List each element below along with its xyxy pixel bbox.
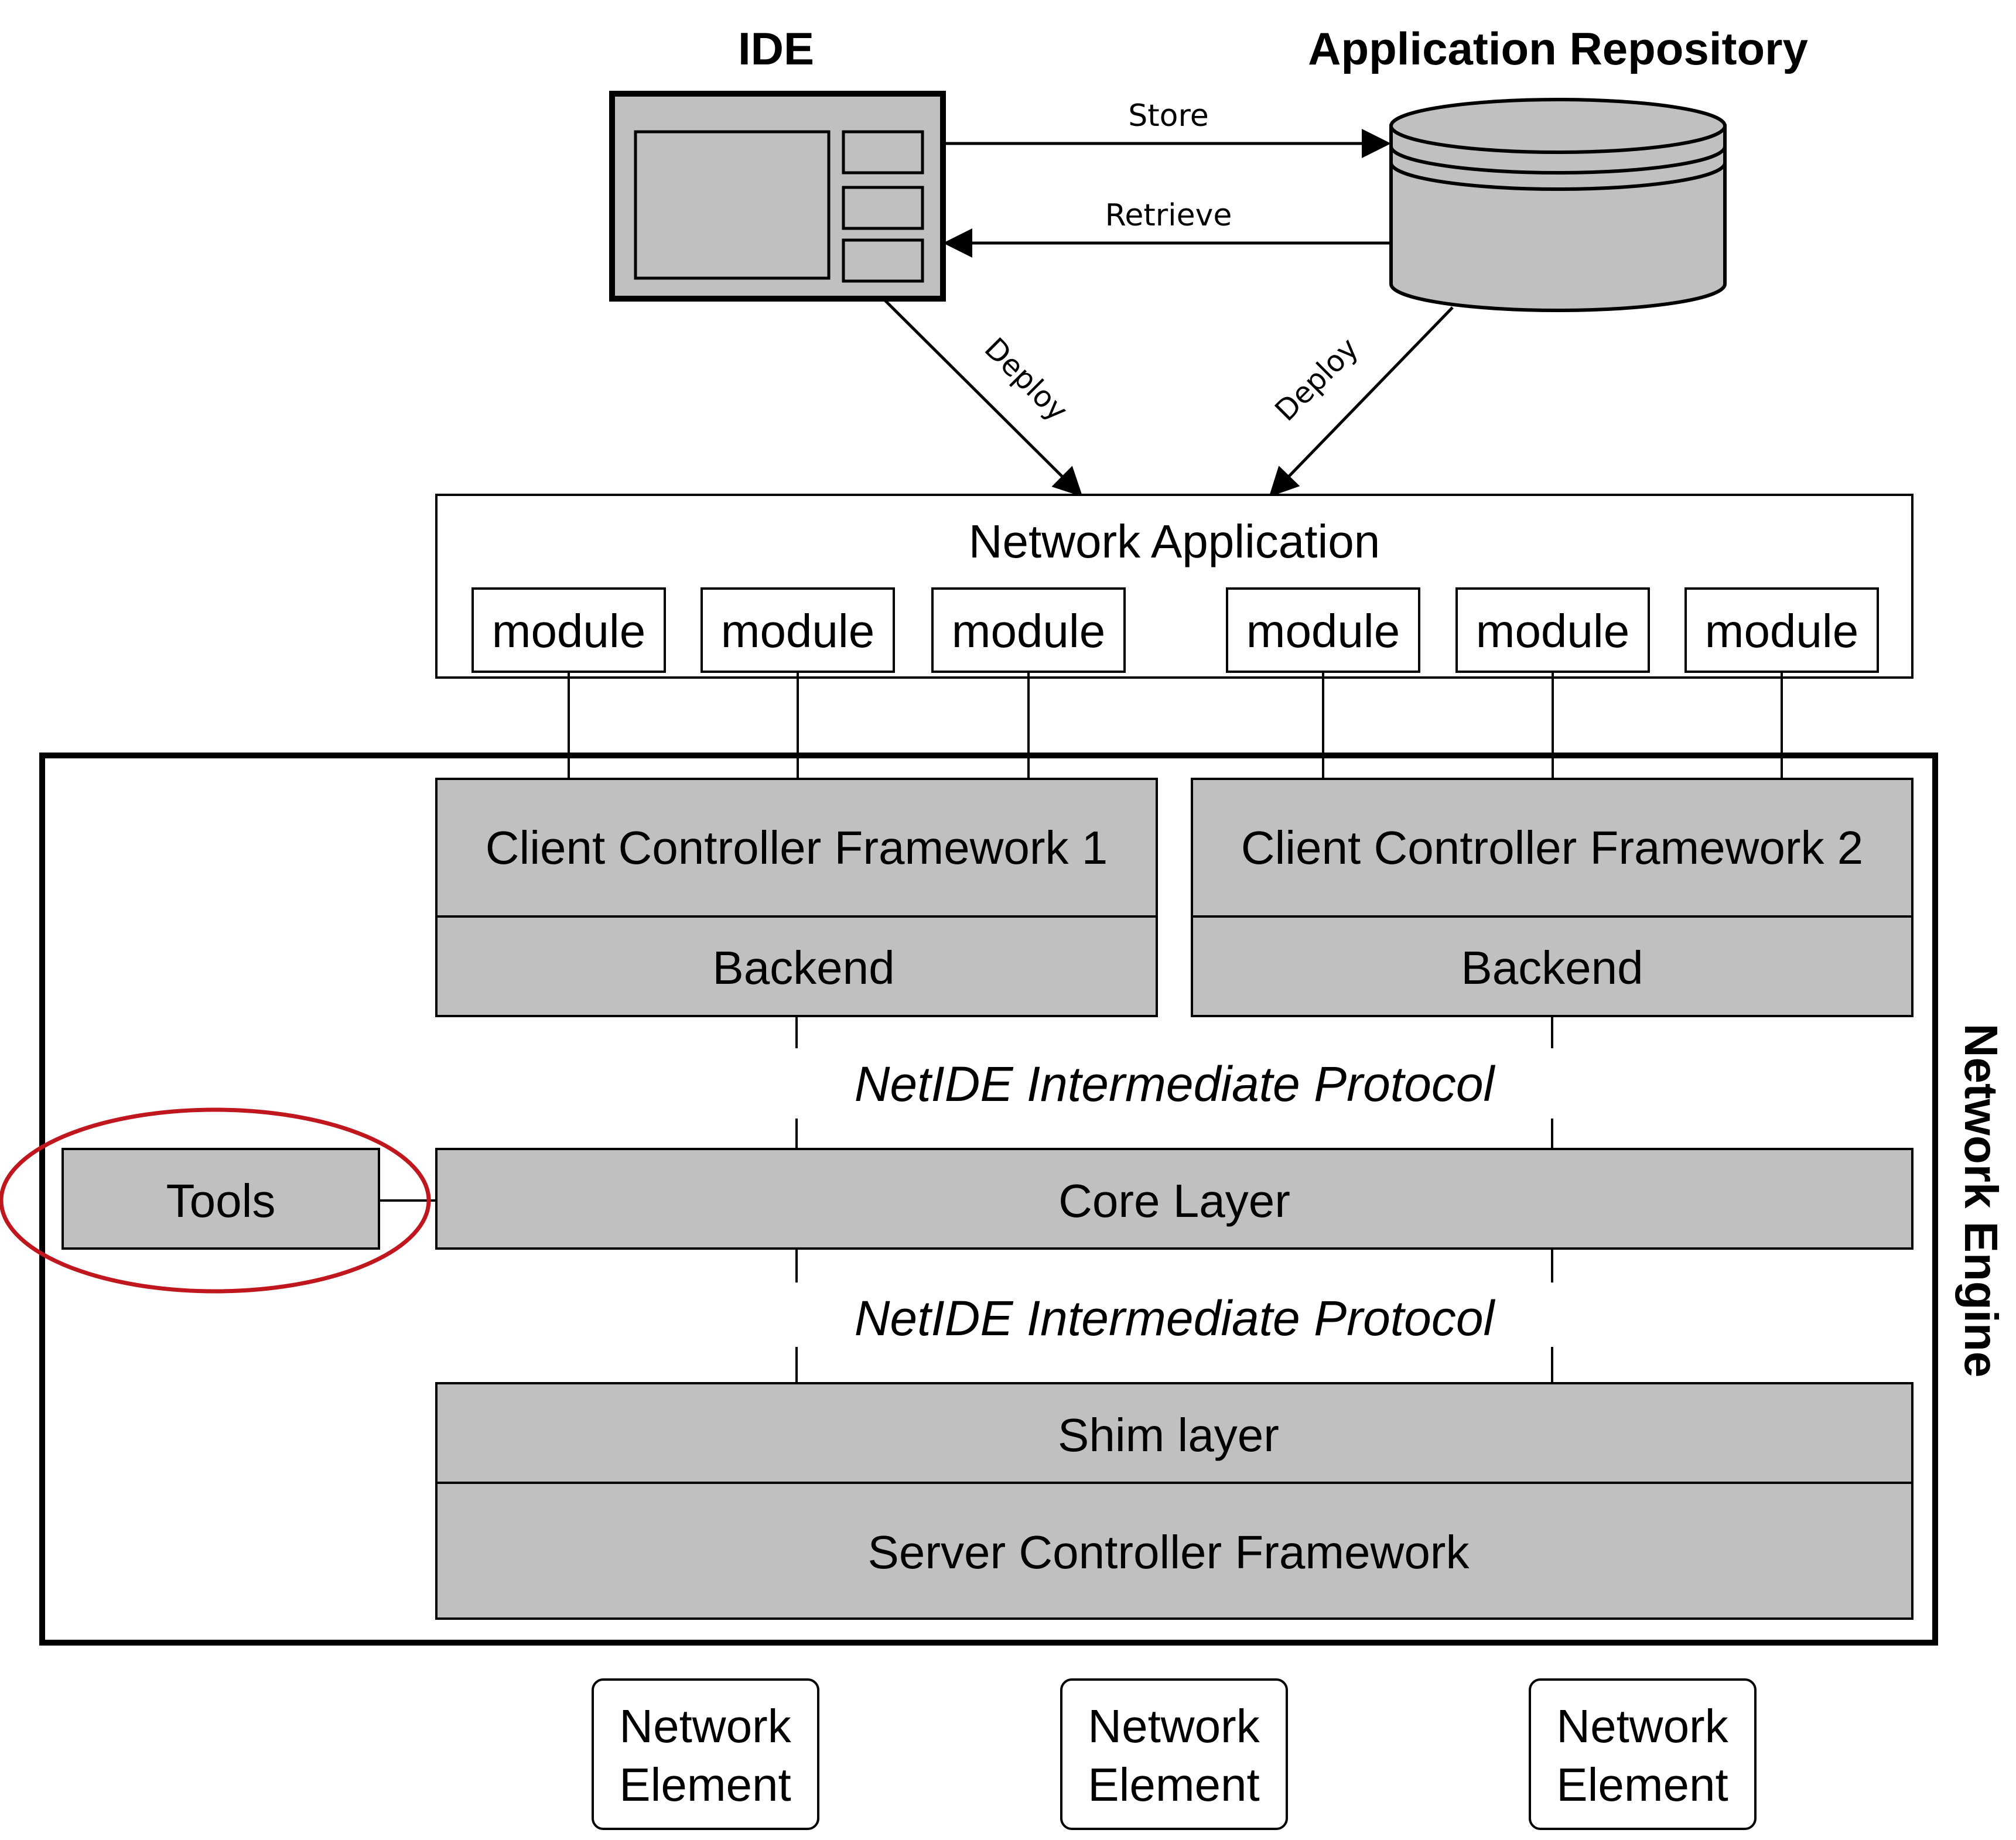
core-layer-label: Core Layer [1058, 1175, 1290, 1227]
network-element-line2: Element [1556, 1759, 1728, 1811]
protocol-lower-label: NetIDE Intermediate Protocol [855, 1291, 1496, 1346]
network-engine-frame [39, 753, 1938, 1646]
tools-highlight [0, 1107, 431, 1294]
module-label: module [1246, 605, 1400, 657]
backend-1-label: Backend [712, 942, 894, 994]
core-layer-box [435, 1148, 1914, 1250]
module-label: module [1705, 605, 1858, 657]
database-icon [1389, 98, 1727, 312]
network-element-3: Network Element [1529, 1678, 1757, 1830]
retrieve-label: Retrieve [1105, 198, 1232, 233]
network-element-2: Network Element [1060, 1678, 1288, 1830]
network-element-line2: Element [619, 1759, 791, 1811]
network-element-line1: Network [1556, 1700, 1728, 1752]
network-element-line1: Network [619, 1700, 791, 1752]
module-5: module [1455, 587, 1650, 673]
tools-label: Tools [166, 1175, 276, 1227]
shim-layer-label: Shim layer [1058, 1409, 1279, 1461]
protocol-upper-label: NetIDE Intermediate Protocol [855, 1056, 1496, 1111]
repository-title: Application Repository [1308, 23, 1808, 74]
tools-box [61, 1148, 380, 1250]
module-1: module [471, 587, 666, 673]
module-label: module [952, 605, 1105, 657]
network-element-line1: Network [1088, 1700, 1260, 1752]
client-framework-2-label: Client Controller Framework 2 [1241, 822, 1864, 874]
protocol-connectors [795, 1017, 1553, 1383]
module-label: module [492, 605, 645, 657]
network-element-1: Network Element [592, 1678, 819, 1830]
network-engine-label: Network Engine [1955, 1024, 2007, 1378]
client-framework-1: Client Controller Framework 1 Backend [435, 778, 1158, 1017]
module-connectors [568, 672, 1783, 779]
module-label: module [721, 605, 874, 657]
shim-layer-box [435, 1382, 1914, 1484]
network-application-title: Network Application [969, 515, 1381, 567]
network-element-line2: Element [1088, 1759, 1259, 1811]
store-label: Store [1128, 98, 1208, 134]
module-4: module [1226, 587, 1420, 673]
deploy-arrow-right [1269, 306, 1454, 497]
server-framework-box [435, 1482, 1914, 1620]
module-label: module [1476, 605, 1629, 657]
module-6: module [1684, 587, 1879, 673]
server-framework-label: Server Controller Framework [868, 1526, 1470, 1578]
module-3: module [931, 587, 1126, 673]
ide-icon [609, 91, 946, 302]
ide-title: IDE [738, 23, 814, 74]
client-framework-1-label: Client Controller Framework 1 [486, 822, 1108, 874]
deploy-arrow-left [883, 299, 1083, 497]
module-2: module [701, 587, 895, 673]
client-framework-2: Client Controller Framework 2 Backend [1191, 778, 1914, 1017]
network-application-box [435, 494, 1914, 679]
backend-2-label: Backend [1461, 942, 1643, 994]
deploy-label-left: Deploy [978, 331, 1075, 428]
